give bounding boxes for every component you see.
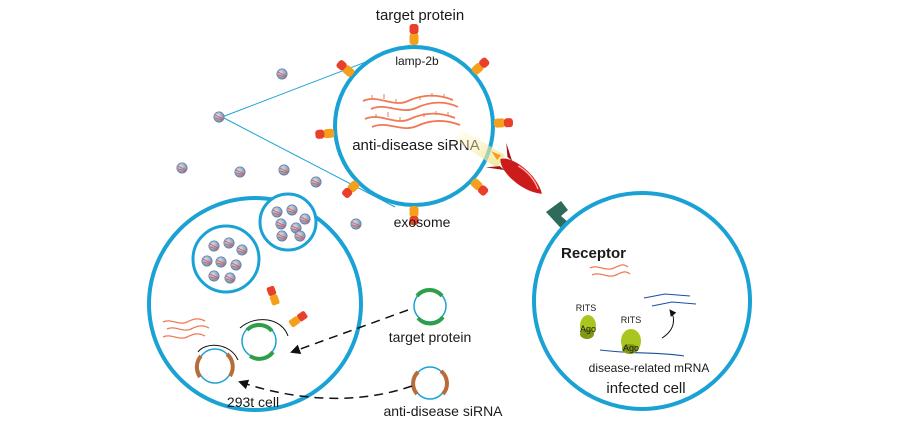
vesicle [236,244,248,256]
vesicle [208,240,220,252]
vesicle [276,230,288,242]
vesicle [213,111,225,123]
mrna-strands [599,293,697,357]
ago-label-right: Ago [623,343,639,353]
vesicle [224,272,236,284]
vesicle [234,166,246,178]
cell-293t-membrane [147,196,363,412]
vesicle [208,270,220,282]
vesicle [310,176,322,188]
target-protein-label-top: target protein [376,7,464,24]
ago-label-left: Ago [580,324,596,334]
sirna-label-plasmid: anti-disease siRNA [383,403,503,419]
lamp2b-label: lamp-2b [395,54,439,68]
lamp2b-proteins [315,24,513,225]
sirna-strands-293t [162,318,210,339]
vesicle [230,259,242,271]
vesicle [201,255,213,267]
exosome-membrane [333,45,495,207]
plasmid-brown-in-cell [194,348,235,384]
delivery-beam [455,130,505,168]
sirna-strands-infected [589,264,631,277]
vesicle [215,256,227,268]
plasmid-brown-arc [197,344,239,361]
rocket-icon [485,142,542,194]
expressed-proteins [266,285,308,328]
plasmid-sirna [411,366,449,400]
sirna-label-exosome: anti-disease siRNA [352,137,480,154]
sirna-strands-exosome [362,93,461,130]
cleavage-arrow [661,309,677,339]
vesicle [271,206,283,218]
vesicle [278,164,290,176]
plasmid-green-arc [239,319,289,337]
vesicle [223,237,235,249]
ago-complex-left: Ago RITS [576,303,597,339]
vesicle [299,213,311,225]
vesicle [276,68,288,80]
infected-cell-label: infected cell [606,380,685,397]
vesicle [286,204,298,216]
disease-mrna-label: disease-related mRNA [589,361,710,375]
receptor-label: Receptor [561,245,626,262]
vesicle [176,162,188,174]
vesicle [350,218,362,230]
exosome-label: exosome [394,214,451,230]
exosome: target protein lamp-2b anti-disease siRN… [221,7,513,230]
transfection-arrow-target [290,309,409,354]
infected-cell: Receptor Ago RITS Ago RITS disease-rela [532,191,752,411]
vesicle [275,218,287,230]
zoom-line-bottom [221,116,396,208]
rits-label-left: RITS [576,303,597,313]
rits-label-right: RITS [621,315,642,325]
cell-293t-label: 293t cell [227,394,279,410]
target-protein-label-plasmid: target protein [389,329,472,345]
ago-complex-right: Ago RITS [621,315,642,354]
plasmid-green-in-cell [241,323,277,361]
cell-293t: 293t cell [147,192,363,412]
plasmid-target-protein [413,288,447,326]
transfection-arrow-sirna [238,379,413,400]
vesicle [294,230,306,242]
infected-cell-membrane [532,191,752,411]
